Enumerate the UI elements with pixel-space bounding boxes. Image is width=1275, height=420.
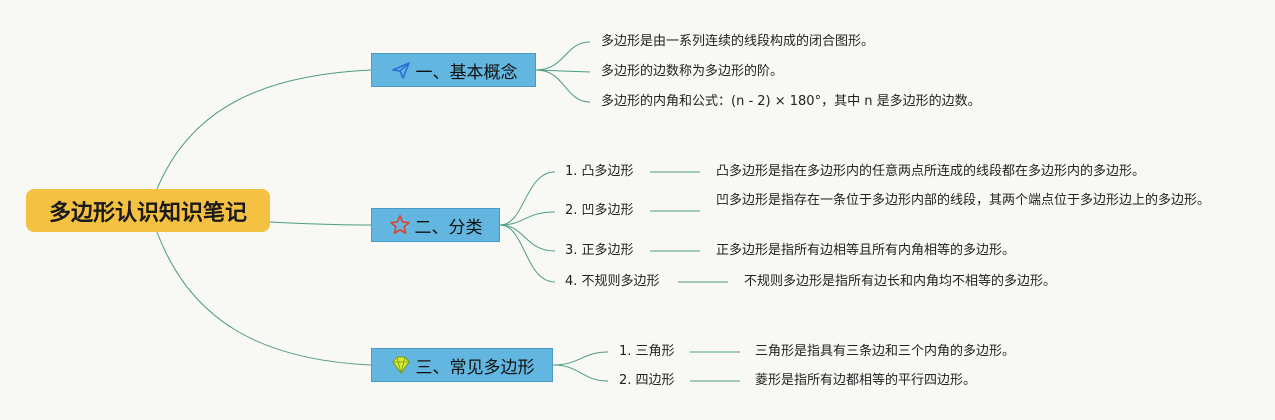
branch-common-polygons[interactable]: 三、常见多边形 (371, 348, 553, 382)
polygon-type-label: 1. 三角形 (619, 344, 675, 359)
link-b2-sub-4 (499, 224, 556, 283)
link-root-branch-1 (156, 69, 372, 190)
link-b1-item-1 (535, 41, 591, 71)
diamond-icon (390, 354, 412, 376)
link-b3-sub-1 (552, 351, 609, 366)
link-b2-sub-2 (499, 211, 556, 226)
link-b3-sub-2 (552, 364, 609, 382)
link-root-branch-3 (156, 231, 372, 366)
branch-label: 三、常见多边形 (415, 357, 535, 378)
concept-item: 多边形是由一系列连续的线段构成的闭合图形。 (601, 34, 875, 49)
concept-item: 多边形的内角和公式：(n - 2) × 180°，其中 n 是多边形的边数。 (601, 94, 981, 109)
classification-detail: 凹多边形是指存在一条位于多边形内部的线段，其两个端点位于多边形边上的多边形。 (716, 193, 1211, 208)
star-icon (389, 214, 411, 236)
classification-label: 2. 凹多边形 (565, 203, 634, 218)
polygon-type-label: 2. 四边形 (619, 373, 675, 388)
concept-item: 多边形的边数称为多边形的阶。 (601, 64, 784, 79)
link-b2-sub-1 (499, 171, 556, 226)
polygon-type-detail: 菱形是指所有边都相等的平行四边形。 (755, 373, 977, 388)
branch-label: 一、基本概念 (415, 62, 518, 83)
polygon-type-detail: 三角形是指具有三条边和三个内角的多边形。 (755, 344, 1016, 359)
classification-label: 1. 凸多边形 (565, 164, 634, 179)
classification-label: 4. 不规则多边形 (565, 274, 660, 289)
classification-detail: 不规则多边形是指所有边长和内角均不相等的多边形。 (744, 274, 1057, 289)
link-b1-item-2 (535, 69, 591, 73)
classification-label: 3. 正多边形 (565, 243, 634, 258)
link-b2-sub-3 (499, 224, 556, 252)
branch-label: 二、分类 (414, 217, 483, 238)
classification-detail: 正多边形是指所有边相等且所有内角相等的多边形。 (716, 243, 1016, 258)
root-title: 多边形认识知识笔记 (48, 200, 247, 226)
paper-plane-icon (390, 59, 412, 81)
branch-classification[interactable]: 二、分类 (371, 208, 500, 242)
link-root-branch-2 (269, 221, 372, 226)
link-b1-item-3 (535, 69, 591, 103)
classification-detail: 凸多边形是指在多边形内的任意两点所连成的线段都在多边形内的多边形。 (716, 164, 1146, 179)
root-node[interactable]: 多边形认识知识笔记 (26, 189, 270, 232)
branch-basic-concepts[interactable]: 一、基本概念 (371, 53, 536, 87)
